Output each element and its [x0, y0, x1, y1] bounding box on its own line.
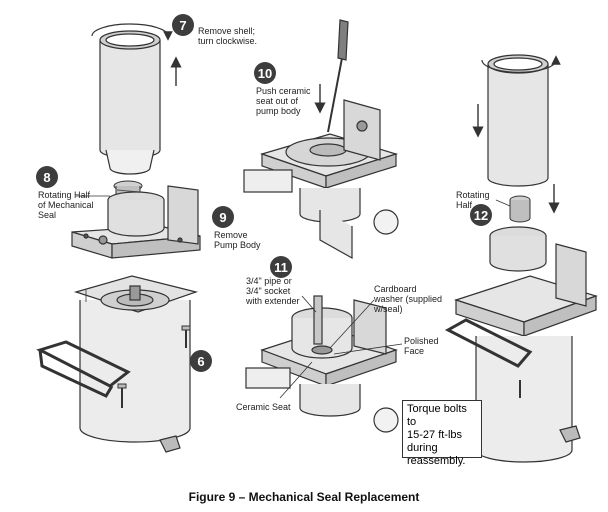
step12-label: Rotating Half — [456, 190, 490, 210]
leaders-misc — [76, 195, 511, 207]
pump-body-left — [71, 185, 201, 259]
step10-label: Push ceramic seat out of pump body — [256, 86, 311, 116]
bolt-left — [117, 325, 191, 408]
step7-label: Remove shell; turn clockwise. — [198, 26, 258, 46]
cardboard-washer-label: Cardboard washer (supplied w/seal) — [374, 284, 443, 314]
polished-face-label: Polished Face — [404, 336, 439, 356]
pump-body-middle-bottom — [245, 295, 399, 433]
step11-label: 3/4" pipe or 3/4" socket with extender — [246, 276, 300, 306]
torque-note: Torque bolts to 15-27 ft-lbs during reas… — [402, 400, 482, 467]
step-badge-10: 10 — [254, 62, 276, 84]
rotating-seal-right — [509, 195, 531, 223]
rotate-arrow-right — [481, 55, 561, 73]
shell-cylinder-right — [487, 54, 549, 187]
step-badge-9: 9 — [212, 206, 234, 228]
screwdriver — [327, 19, 349, 133]
step-badge-7: 7 — [172, 14, 194, 36]
pump-body-middle-top — [243, 99, 399, 260]
step-badge-6: 6 — [190, 350, 212, 372]
step-badge-8: 8 — [36, 166, 58, 188]
motor-left — [36, 275, 199, 453]
shell-cylinder-left — [99, 30, 161, 175]
rotate-arrow-shell — [91, 23, 173, 41]
pump-assembly-right — [444, 226, 598, 463]
leaders-middle-bottom — [279, 295, 403, 399]
step-badge-12: 12 — [470, 204, 492, 226]
step-badge-11: 11 — [270, 256, 292, 278]
step9-label: Remove Pump Body — [214, 230, 261, 250]
ceramic-seat-label: Ceramic Seat — [236, 402, 291, 412]
figure-caption: Figure 9 – Mechanical Seal Replacement — [188, 490, 420, 504]
step8-label: Rotating Half of Mechanical Seal — [38, 190, 94, 220]
